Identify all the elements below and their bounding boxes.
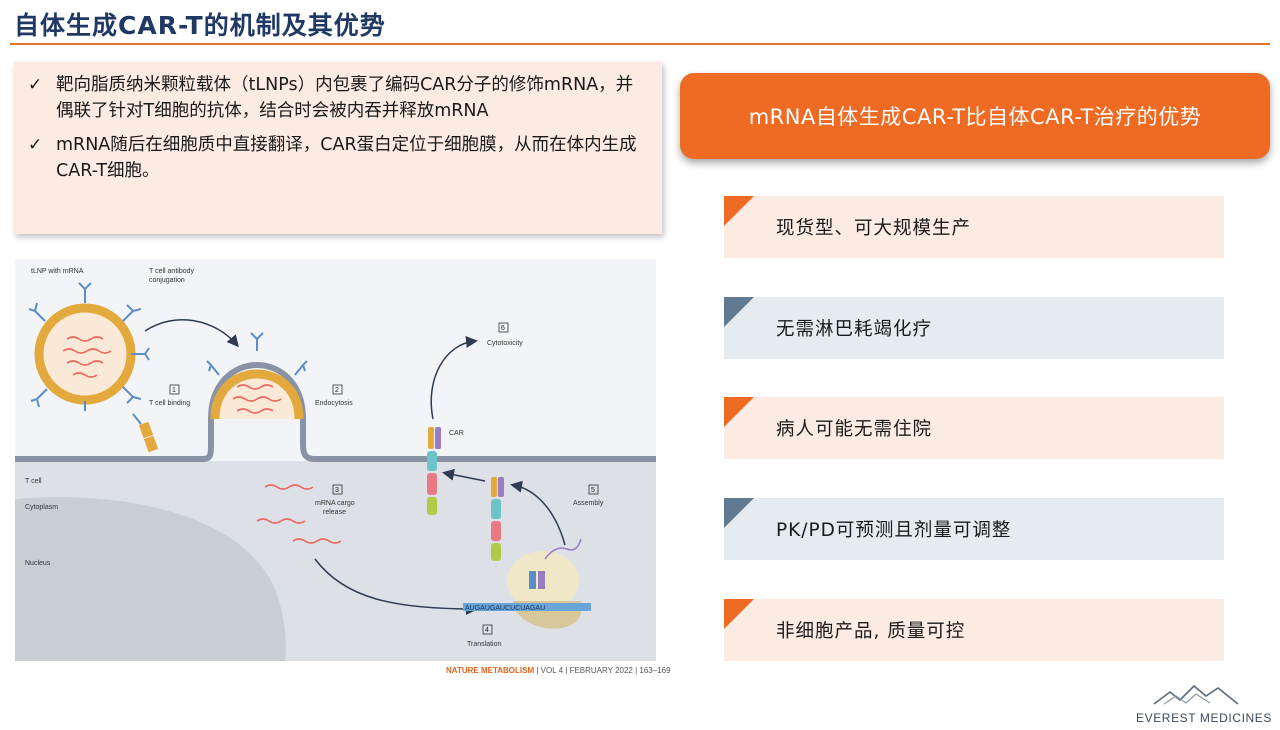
- advantage-item: 现货型、可大规模生产: [724, 196, 1224, 258]
- endocytosed-particle: [206, 332, 308, 420]
- cell-membrane: [15, 362, 656, 462]
- release-label-line1: mRNA cargo: [315, 500, 355, 507]
- tcell-receptor: [132, 413, 159, 453]
- tlnp-particle: [28, 282, 150, 411]
- binding-label: T cell binding: [149, 400, 190, 407]
- title-divider: [10, 43, 1270, 45]
- cytotoxicity-label: Cytotoxicity: [487, 340, 523, 347]
- triangle-marker-icon: [724, 196, 754, 226]
- checkmark-icon: ✓: [28, 75, 43, 95]
- company-logo-text: EVEREST MEDICINES: [1136, 711, 1273, 725]
- advantage-text: PK/PD可预测且剂量可调整: [776, 520, 1012, 541]
- step-4-label: 4: [485, 627, 489, 634]
- advantages-banner: mRNA自体生成CAR-T比自体CAR-T治疗的优势: [680, 73, 1270, 159]
- advantage-item: 非细胞产品, 质量可控: [724, 599, 1224, 661]
- nucleus-region: [15, 497, 286, 661]
- figure-citation: NATURE METABOLISM | VOL 4 | FEBRUARY 202…: [446, 666, 671, 675]
- mechanism-diagram: AUGAUGAUCUCUAGAU 1 2 3 4 5 6 tLNP with m…: [15, 259, 656, 661]
- step-5-label: 5: [591, 487, 595, 494]
- bullet-item: ✓ mRNA随后在细胞质中直接翻译，CAR蛋白定位于细胞膜，从而在体内生成CAR…: [28, 132, 644, 184]
- release-label-line2: release: [323, 509, 346, 516]
- advantage-item: 无需淋巴耗竭化疗: [724, 297, 1224, 359]
- nucleus-label: Nucleus: [25, 560, 51, 567]
- step-3-label: 3: [335, 487, 339, 494]
- citation-brand: NATURE METABOLISM: [446, 666, 535, 675]
- step-1-label: 1: [172, 387, 176, 394]
- car-protein: [427, 427, 441, 515]
- bullet-item: ✓ 靶向脂质纳米颗粒载体（tLNPs）内包裹了编码CAR分子的修饰mRNA，并偶…: [28, 72, 644, 124]
- triangle-marker-icon: [724, 498, 754, 528]
- advantage-item: 病人可能无需住院: [724, 397, 1224, 459]
- mountain-logo-icon: [1153, 684, 1239, 705]
- triangle-marker-icon: [724, 599, 754, 629]
- citation-detail: | VOL 4 | FEBRUARY 2022 | 163–169: [534, 666, 671, 675]
- car-label: CAR: [449, 430, 464, 437]
- endocytosis-label: Endocytosis: [315, 400, 353, 407]
- advantage-text: 现货型、可大规模生产: [776, 218, 972, 239]
- bullet-text: mRNA随后在细胞质中直接翻译，CAR蛋白定位于细胞膜，从而在体内生成CAR-T…: [56, 135, 637, 181]
- released-mrna: [256, 484, 342, 544]
- advantage-text: 无需淋巴耗竭化疗: [776, 319, 933, 340]
- cytoplasm-label: Cytoplasm: [25, 504, 58, 511]
- assembly-label: Assembly: [573, 500, 604, 507]
- triangle-marker-icon: [724, 297, 754, 327]
- advantage-text: 非细胞产品, 质量可控: [776, 621, 966, 642]
- step-6-label: 6: [501, 325, 505, 332]
- step-2-label: 2: [335, 387, 339, 394]
- advantage-text: 病人可能无需住院: [776, 419, 933, 440]
- antibody-label-line2: conjugation: [149, 277, 185, 284]
- translation-label: Translation: [467, 641, 501, 648]
- bullet-text: 靶向脂质纳米颗粒载体（tLNPs）内包裹了编码CAR分子的修饰mRNA，并偶联了…: [56, 75, 634, 121]
- advantage-item: PK/PD可预测且剂量可调整: [724, 498, 1224, 560]
- antibody-label-line1: T cell antibody: [149, 268, 195, 275]
- tcell-label: T cell: [25, 478, 42, 485]
- mrna-sequence: AUGAUGAUCUCUAGAU: [465, 605, 545, 612]
- assembling-car: [491, 477, 504, 561]
- mechanism-bullets-box: ✓ 靶向脂质纳米颗粒载体（tLNPs）内包裹了编码CAR分子的修饰mRNA，并偶…: [14, 62, 662, 234]
- page-title: 自体生成CAR-T的机制及其优势: [14, 11, 386, 40]
- tlnp-label: tLNP with mRNA: [31, 268, 84, 275]
- checkmark-icon: ✓: [28, 135, 43, 155]
- triangle-marker-icon: [724, 397, 754, 427]
